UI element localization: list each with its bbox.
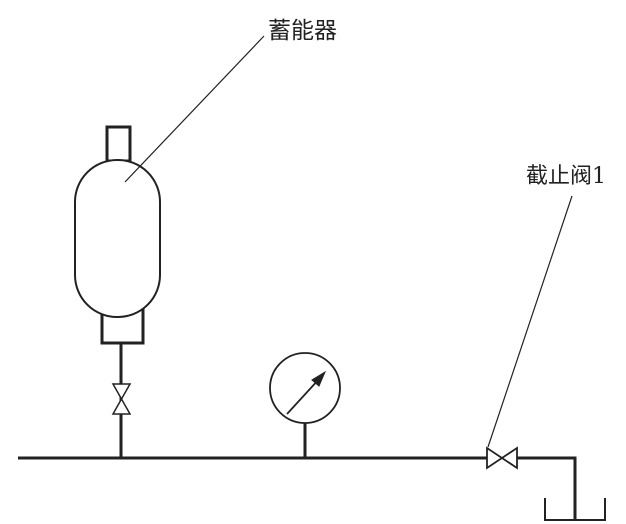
outlet-pipe xyxy=(517,456,577,520)
tank-icon xyxy=(544,498,606,521)
stop-valve-icon xyxy=(486,446,518,470)
stop-valve-label: 截止阀1 xyxy=(526,164,606,189)
gauge-arrowhead-icon xyxy=(311,370,327,387)
accumulator-top-cap xyxy=(105,125,132,163)
pressure-gauge-icon xyxy=(269,352,341,424)
accumulator-body xyxy=(74,159,161,318)
stop-valve-leader-line xyxy=(487,195,573,448)
accumulator-label: 蓄能器 xyxy=(268,18,337,44)
accumulator-valve-icon xyxy=(111,383,132,415)
gauge-needle xyxy=(286,377,321,415)
accumulator-leader-line xyxy=(124,35,265,183)
